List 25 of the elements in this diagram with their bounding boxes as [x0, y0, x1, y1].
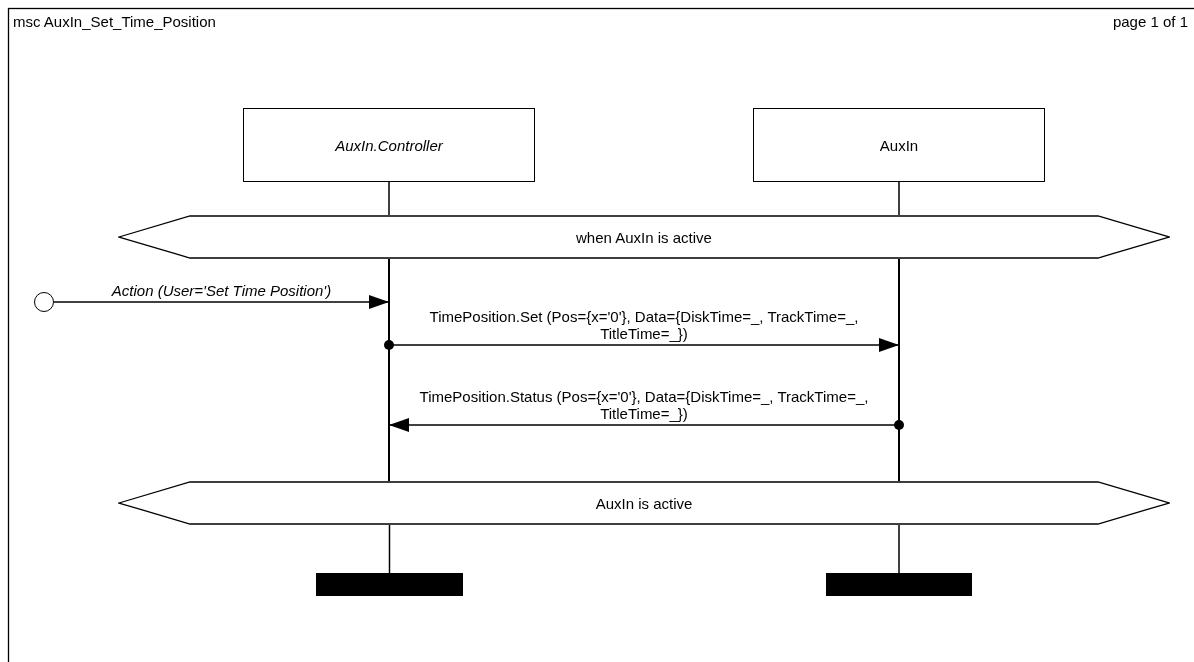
- lifeline-segment: [388, 524, 391, 574]
- condition-hexagon: [118, 481, 1170, 525]
- message-arrow: [53, 295, 390, 309]
- instance-box: [243, 108, 535, 182]
- condition-hexagon: [118, 215, 1170, 259]
- instance-name: AuxIn: [879, 136, 919, 154]
- lifeline-segment: [898, 181, 900, 216]
- instance-box: [753, 108, 1045, 182]
- instance-end-bar: [826, 573, 972, 596]
- message-arrow: [388, 418, 904, 432]
- lifeline: [898, 259, 900, 481]
- condition-text: when AuxIn is active: [576, 228, 712, 246]
- message-arrow: [384, 338, 900, 352]
- environment-circle: [34, 292, 54, 312]
- page-number: page 1 of 1: [1112, 13, 1188, 30]
- lifeline-segment: [388, 181, 390, 216]
- message-label: TimePosition.Status (Pos={x='0'}, Data={DiskTime=_, TrackTime=_, TitleTime=_}): [418, 388, 870, 422]
- lifeline: [388, 259, 390, 481]
- instance-name: AuxIn.Controller: [335, 136, 443, 154]
- instance-end-bar: [316, 573, 463, 596]
- message-label: Action (User='Set Time Position'): [110, 282, 333, 299]
- message-label: TimePosition.Set (Pos={x='0'}, Data={DiskTime=_, TrackTime=_, TitleTime=_}): [428, 308, 860, 342]
- lifeline-segment: [898, 524, 900, 574]
- condition-text: AuxIn is active: [595, 494, 693, 512]
- diagram-title: msc AuxIn_Set_Time_Position: [13, 13, 216, 30]
